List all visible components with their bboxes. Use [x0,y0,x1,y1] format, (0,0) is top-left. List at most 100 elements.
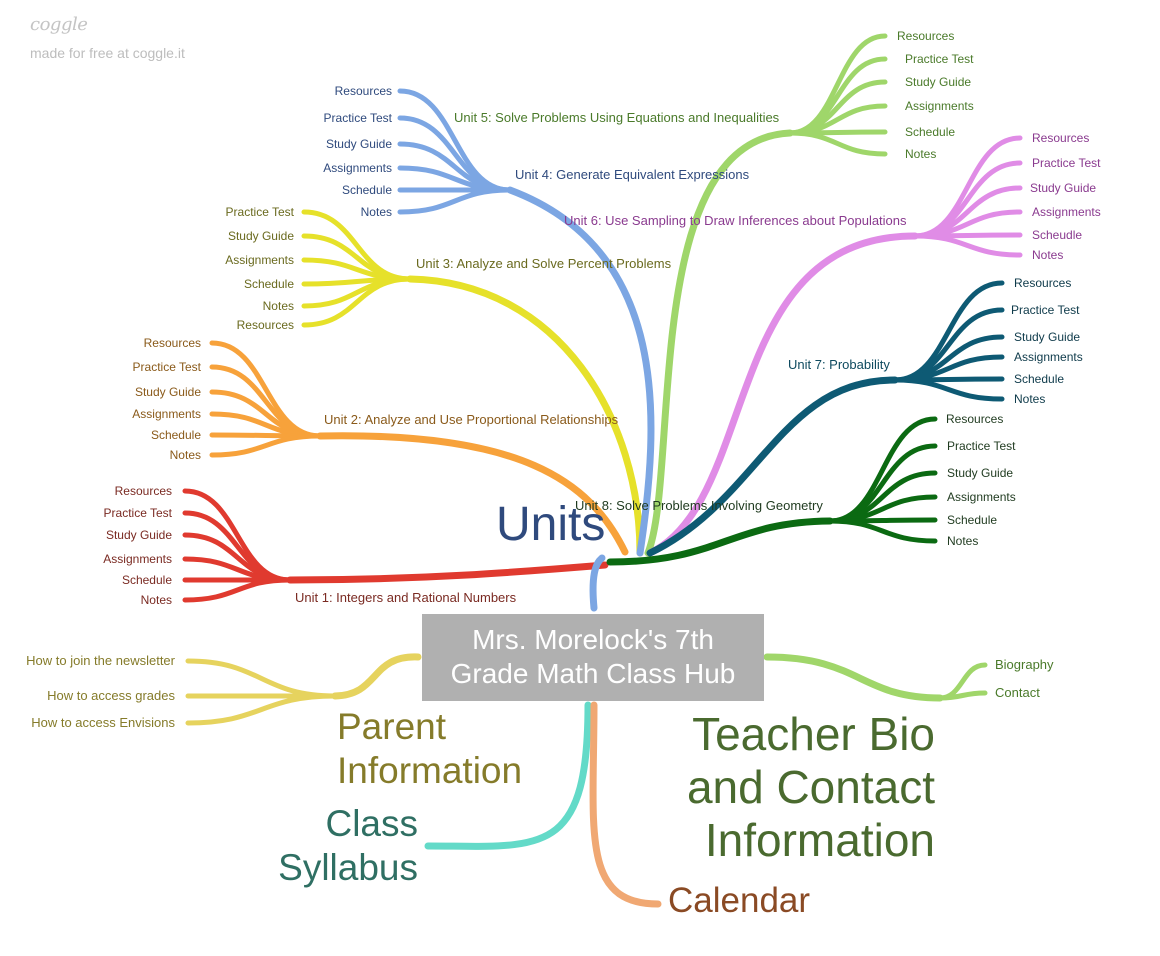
unit-3-leaf-connector [301,276,413,328]
unit-8-leaf-connector [827,416,938,524]
coggle-logo: coggle [30,14,88,35]
root-node[interactable]: Mrs. Morelock's 7th Grade Math Class Hub [422,614,764,701]
branch-class-syllabus[interactable]: Class Syllabus [270,802,418,890]
syllabus-connector [424,701,592,850]
teacher-connector [763,653,944,702]
branch-parent-line-2: Information [337,750,523,791]
teacher-leaf-connector [937,690,988,701]
unit-2-item[interactable]: Practice Test [132,360,201,374]
parent-item[interactable]: How to join the newsletter [26,653,175,668]
teacher-item-contact[interactable]: Contact [995,685,1040,700]
unit-5-title[interactable]: Unit 5: Solve Problems Using Equations a… [454,110,780,125]
unit-1-item[interactable]: Resources [114,484,172,498]
unit-3-item[interactable]: Assignments [225,253,294,267]
unit-1-connector [286,561,609,584]
unit-6-item[interactable]: Assignments [1032,205,1101,219]
unit-4-item[interactable]: Assignments [323,161,392,175]
unit-8-title[interactable]: Unit 8: Solve Problems Involving Geometr… [575,498,823,513]
unit-3-item[interactable]: Study Guide [227,229,294,243]
unit-6-leaf-connector [912,233,1023,258]
unit-5-connector [644,129,794,557]
unit-2-leaf-connector [209,340,323,439]
unit-8-item[interactable]: Assignments [947,490,1016,504]
unit-4-leaf-connector [397,187,513,215]
unit-4-connector [506,186,655,557]
unit-3-title[interactable]: Unit 3: Analyze and Solve Percent Proble… [416,256,672,271]
unit-8-leaf-connector [827,518,938,544]
branch-calendar[interactable]: Calendar [668,881,811,920]
unit-3-item[interactable]: Resources [236,318,294,332]
parent-connector [331,653,422,700]
unit-1-item[interactable]: Study Guide [105,528,172,542]
unit-5-item[interactable]: Practice Test [905,52,974,66]
root-title-line-1: Mrs. Morelock's 7th [472,624,714,655]
unit-4-item[interactable]: Notes [360,205,392,219]
unit-7-leaf-connector [892,377,1005,402]
unit-7-item[interactable]: Schedule [1014,372,1065,386]
branch-teacher-line-2: and Contact [686,761,935,813]
unit-1-leaf-connector [182,577,293,603]
unit-6-item[interactable]: Notes [1032,248,1064,262]
branch-parent-information[interactable]: Parent Information [337,705,522,793]
unit-2-item[interactable]: Schedule [150,428,201,442]
unit-8-item[interactable]: Practice Test [947,439,1016,453]
unit-7-item[interactable]: Practice Test [1011,303,1080,317]
unit-6-item[interactable]: Scheudle [1032,228,1083,242]
unit-1-item[interactable]: Practice Test [103,506,172,520]
teacher-item-biography[interactable]: Biography [995,657,1054,672]
unit-2-title[interactable]: Unit 2: Analyze and Use Proportional Rel… [324,412,619,427]
unit-4-item[interactable]: Resources [334,84,392,98]
unit-4-leaf-connector [397,88,513,193]
branch-teacher-line-1: Teacher Bio [692,708,935,760]
unit-3-item[interactable]: Notes [262,299,294,313]
unit-3-item[interactable]: Practice Test [225,205,294,219]
root-title-line-2: Grade Math Class Hub [450,658,736,689]
units-to-root-connector [589,554,606,612]
unit-5-item[interactable]: Schedule [905,125,956,139]
unit-3-item[interactable]: Schedule [243,277,294,291]
unit-2-item[interactable]: Assignments [132,407,201,421]
unit-2-item[interactable]: Resources [143,336,201,350]
unit-4-title[interactable]: Unit 4: Generate Equivalent Expressions [515,167,750,182]
branch-units[interactable]: Units [496,498,606,551]
unit-5-item[interactable]: Assignments [905,99,974,113]
unit-6-item[interactable]: Study Guide [1030,181,1097,195]
parent-leaf-connector [185,658,338,699]
unit-4-item[interactable]: Study Guide [325,137,392,151]
unit-1-title[interactable]: Unit 1: Integers and Rational Numbers [295,590,517,605]
unit-5-item[interactable]: Resources [897,29,955,43]
unit-6-connector [646,232,919,557]
unit-2-connector [316,432,629,556]
unit-5-leaf-connector [787,130,888,157]
unit-7-title[interactable]: Unit 7: Probability [788,357,890,372]
unit-6-item[interactable]: Resources [1032,131,1090,145]
unit-1-leaf-connector [182,556,293,583]
unit-4-item[interactable]: Practice Test [323,111,392,125]
branch-teacher-bio[interactable]: Teacher Bio and Contact Information [660,708,935,867]
unit-4-item[interactable]: Schedule [341,183,392,197]
unit-6-item[interactable]: Practice Test [1032,156,1101,170]
unit-8-item[interactable]: Schedule [947,513,998,527]
branch-teacher-line-3: Information [704,814,935,866]
unit-1-item[interactable]: Notes [140,593,172,607]
unit-5-item[interactable]: Notes [905,147,937,161]
unit-2-item[interactable]: Notes [169,448,201,462]
unit-7-item[interactable]: Notes [1014,392,1046,406]
unit-3-connector [406,275,644,557]
unit-2-item[interactable]: Study Guide [134,385,201,399]
branch-syllabus-line-2: Syllabus [278,847,418,888]
unit-8-item[interactable]: Notes [947,534,979,548]
parent-item[interactable]: How to access grades [47,688,175,703]
unit-8-item[interactable]: Resources [946,412,1004,426]
parent-item[interactable]: How to access Envisions [31,715,175,730]
unit-6-title[interactable]: Unit 6: Use Sampling to Draw Inferences … [564,213,907,228]
unit-7-item[interactable]: Resources [1014,276,1072,290]
unit-5-item[interactable]: Study Guide [905,75,972,89]
parent-leaf-connector [185,693,338,726]
unit-1-item[interactable]: Schedule [121,573,172,587]
unit-8-item[interactable]: Study Guide [947,466,1014,480]
unit-7-item[interactable]: Study Guide [1014,330,1081,344]
unit-1-item[interactable]: Assignments [103,552,172,566]
unit-7-item[interactable]: Assignments [1014,350,1083,364]
